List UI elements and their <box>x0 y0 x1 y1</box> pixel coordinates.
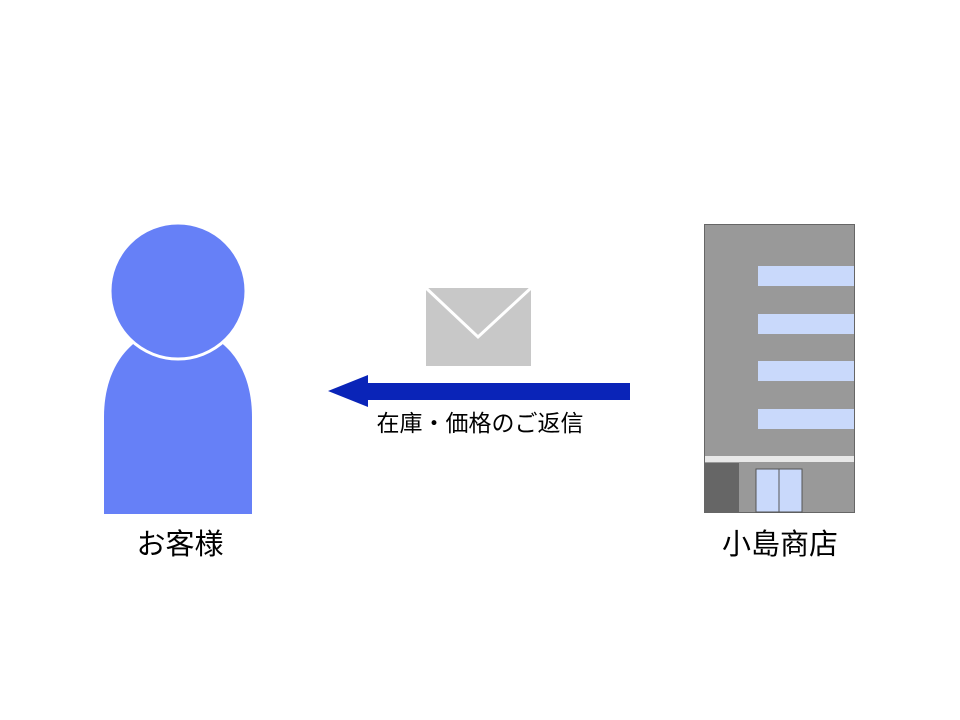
arrow-shaft <box>362 383 630 400</box>
reply-message-label: 在庫・価格のご返信 <box>376 411 584 437</box>
building-window <box>758 361 854 381</box>
shop-label: 小島商店 <box>721 527 838 561</box>
envelope-icon <box>424 286 533 366</box>
building-entrance-left <box>755 468 780 513</box>
person-body <box>104 328 252 514</box>
building-entrance-right <box>778 468 803 513</box>
building-ground-stripe <box>705 456 854 462</box>
building-icon <box>704 224 855 513</box>
reply-arrow <box>328 375 630 407</box>
building-window <box>758 266 854 286</box>
envelope-flap <box>424 286 533 340</box>
arrow-head <box>328 375 368 407</box>
person-head <box>108 221 248 361</box>
person-icon <box>104 221 252 514</box>
building-window <box>758 409 854 429</box>
building-side-door <box>705 463 739 512</box>
envelope-body <box>426 288 531 366</box>
customer-label: お客様 <box>136 527 224 561</box>
building-window <box>758 314 854 334</box>
